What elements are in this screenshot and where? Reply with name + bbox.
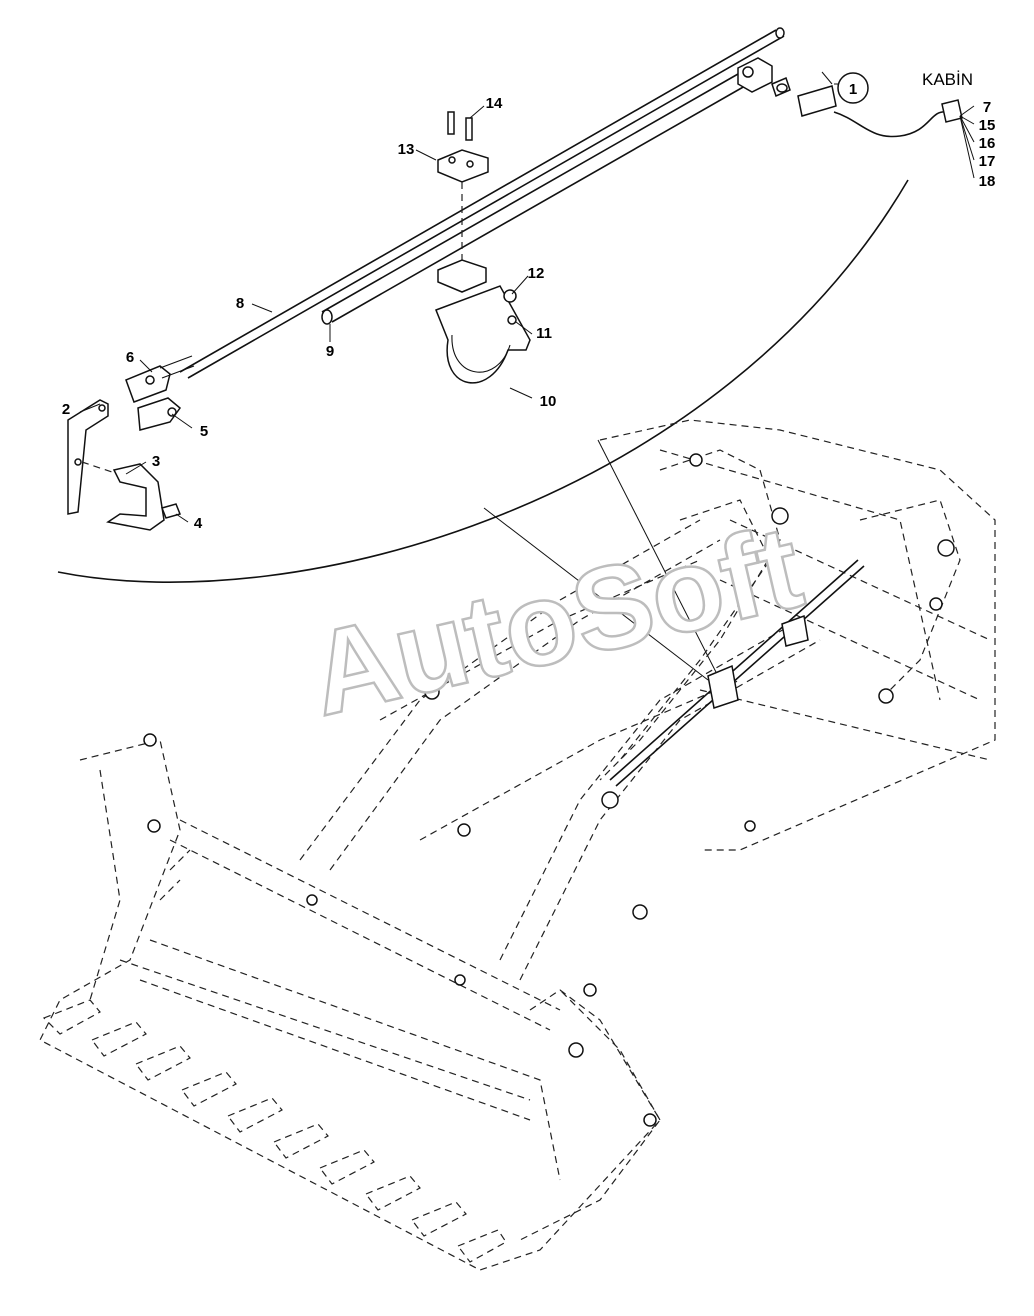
callout-14: 14 xyxy=(486,95,503,112)
rod-part-8 xyxy=(179,27,785,379)
detail-boundary xyxy=(57,179,909,583)
loader-assembly xyxy=(39,419,996,1271)
reference-circle xyxy=(837,72,869,104)
reference-number: 1 xyxy=(849,81,857,98)
sensor-cable xyxy=(833,111,947,138)
callout-8: 8 xyxy=(236,295,244,312)
callout-10: 10 xyxy=(540,393,557,410)
callout-18: 18 xyxy=(979,173,996,190)
lever-parts xyxy=(67,399,182,531)
callout-11: 11 xyxy=(536,325,552,342)
callout-15: 15 xyxy=(979,117,996,134)
cab-connector xyxy=(941,99,963,123)
callout-17: 17 xyxy=(979,153,996,170)
detail-view xyxy=(57,27,963,681)
callout-7: 7 xyxy=(983,99,991,116)
callout-4: 4 xyxy=(194,515,203,532)
callout-3: 3 xyxy=(152,453,160,470)
callout-13: 13 xyxy=(398,141,415,158)
pivot-pins xyxy=(143,453,955,1127)
tube-part-9 xyxy=(321,69,753,325)
clamp-assembly xyxy=(435,111,531,384)
end-bracket xyxy=(737,57,837,117)
cab-label: KABİN xyxy=(922,70,973,89)
callout-12: 12 xyxy=(528,265,545,282)
bucket-teeth xyxy=(42,999,507,1263)
callout-leaders xyxy=(79,71,975,523)
callout-9: 9 xyxy=(326,343,334,360)
callout-2: 2 xyxy=(62,401,70,418)
watermark: AutoSoft xyxy=(298,501,813,742)
clevis-parts xyxy=(125,355,195,431)
callout-6: 6 xyxy=(126,349,134,366)
callout-5: 5 xyxy=(200,423,208,440)
callout-16: 16 xyxy=(979,135,996,152)
